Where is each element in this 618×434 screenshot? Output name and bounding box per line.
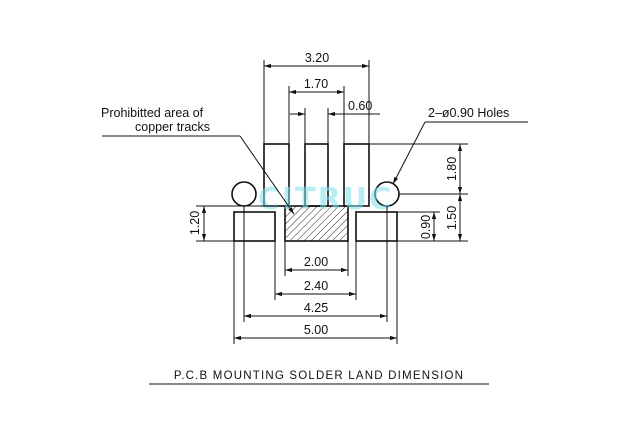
dim-060: 0.60 — [348, 99, 372, 113]
bottom-pad-left — [233, 211, 276, 242]
label-prohibited-line1: Prohibitted area of — [101, 106, 204, 120]
leader-prohibited — [102, 135, 295, 215]
dim-500: 5.00 — [304, 323, 328, 337]
hole-left — [231, 181, 257, 207]
dim-240: 2.40 — [304, 279, 328, 293]
dim-200: 2.00 — [304, 255, 328, 269]
extension-lines-right — [369, 143, 468, 242]
top-pad-right — [343, 143, 370, 207]
label-holes: 2–ø0.90 Holes — [428, 106, 509, 120]
dim-320: 3.20 — [305, 51, 329, 65]
leader-holes — [392, 121, 528, 185]
bottom-pad-right — [355, 211, 398, 242]
watermark: CITRUC — [258, 182, 393, 217]
diagram-title: P.C.B MOUNTING SOLDER LAND DIMENSION — [174, 370, 464, 382]
dim-180: 1.80 — [445, 157, 459, 181]
dim-425: 4.25 — [304, 301, 328, 315]
prohibited-area — [284, 205, 349, 242]
label-prohibited-line2: copper tracks — [135, 120, 210, 134]
dim-090: 0.90 — [419, 215, 433, 239]
extension-lines-left — [196, 205, 285, 242]
extension-lines-top — [263, 60, 370, 144]
dim-120: 1.20 — [188, 211, 202, 235]
dim-170: 1.70 — [304, 77, 328, 91]
dim-150: 1.50 — [445, 206, 459, 230]
